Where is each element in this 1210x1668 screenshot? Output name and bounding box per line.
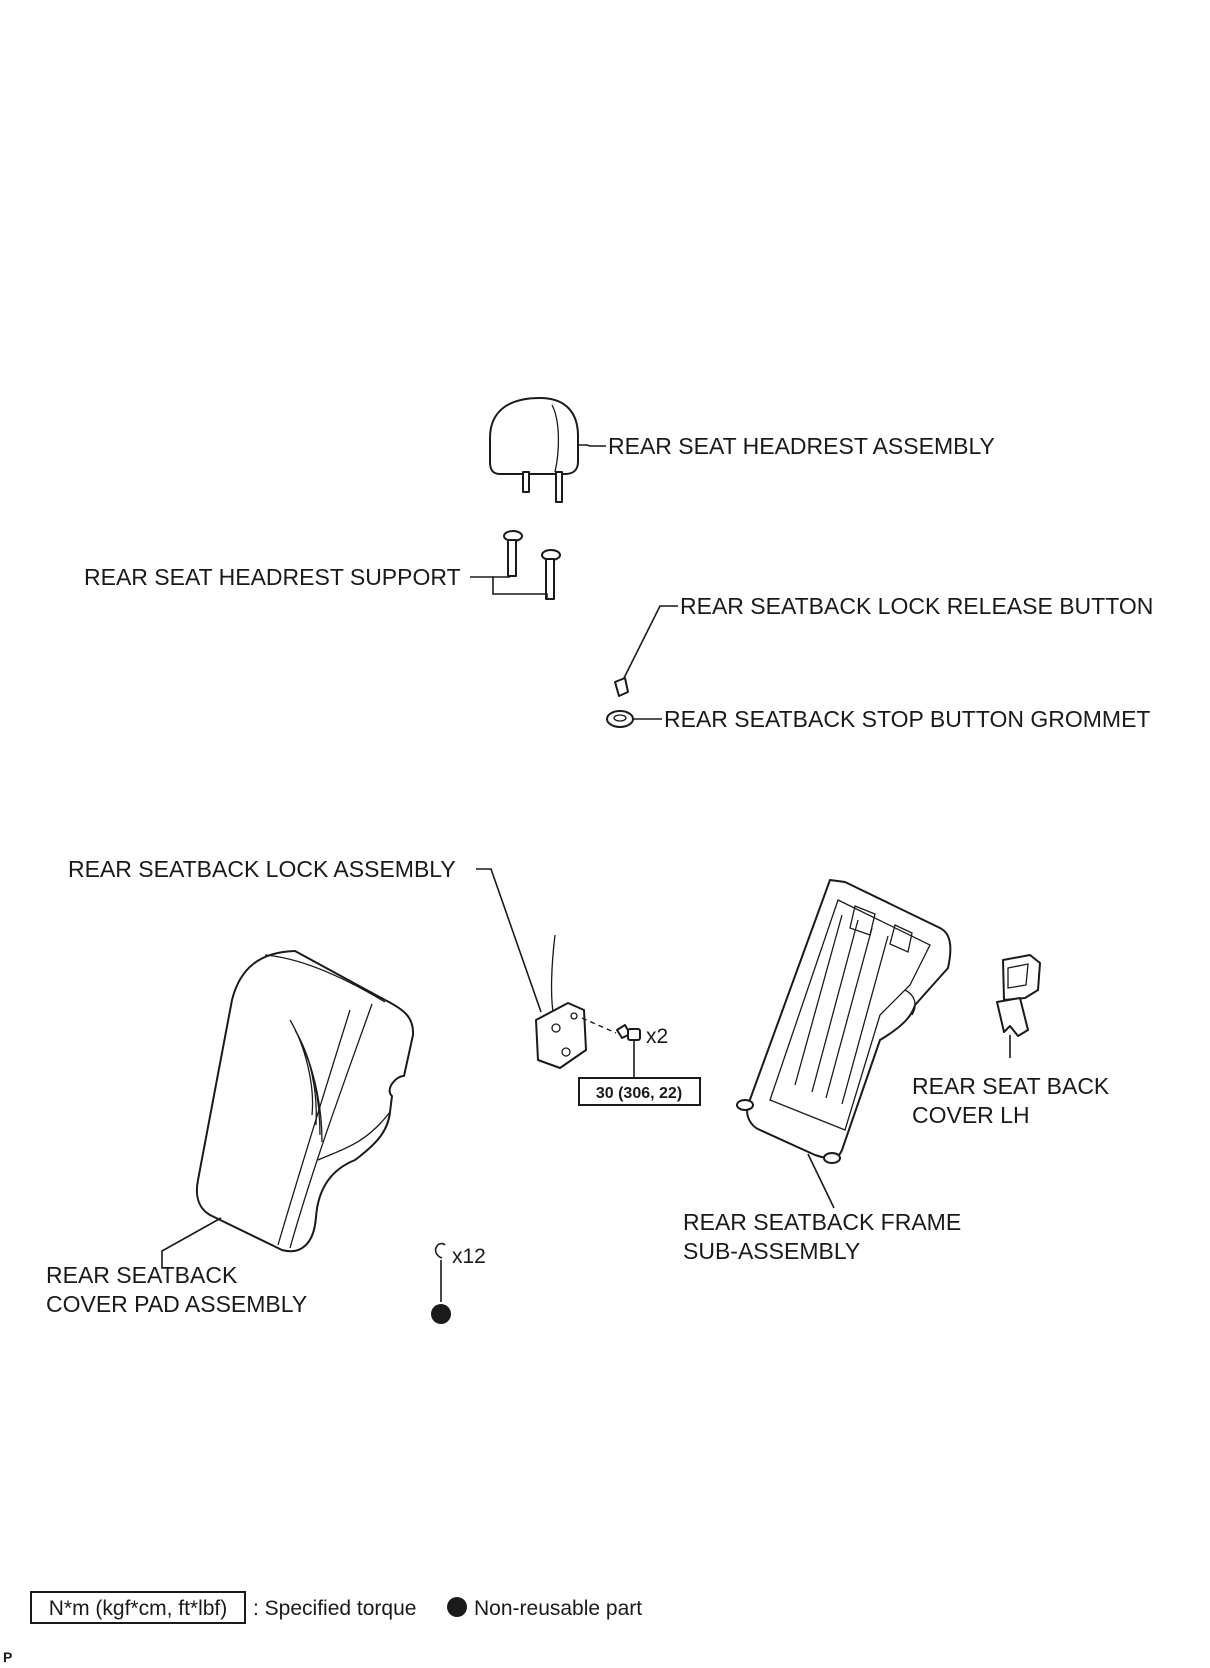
legend-torque-text: : Specified torque (253, 1597, 416, 1620)
headrest-support-label: REAR SEAT HEADREST SUPPORT (84, 564, 461, 590)
lock-assembly-drawing: REAR SEATBACK LOCK ASSEMBLY (68, 856, 617, 1069)
stop-button-grommet-drawing: REAR SEATBACK STOP BUTTON GROMMET (606, 706, 1150, 732)
frame-drawing: REAR SEATBACK FRAME SUB-ASSEMBLY (683, 879, 961, 1264)
hog-ring-drawing: x12 (431, 1242, 486, 1324)
legend: N*m (kgf*cm, ft*lbf) : Specified torque … (30, 1591, 642, 1624)
frame-label-line1: REAR SEATBACK FRAME (683, 1209, 961, 1235)
legend-non-reusable-text: Non-reusable part (474, 1597, 642, 1620)
stop-button-grommet-label: REAR SEATBACK STOP BUTTON GROMMET (664, 706, 1150, 732)
non-reusable-mark (431, 1304, 451, 1324)
torque-box (578, 1077, 701, 1106)
hog-ring-quantity: x12 (452, 1245, 486, 1268)
lock-release-button-drawing: REAR SEATBACK LOCK RELEASE BUTTON (614, 593, 1153, 697)
lock-bolt-drawing: x2 30 (306, 22) (578, 1024, 701, 1106)
back-cover-label-line1: REAR SEAT BACK (912, 1073, 1110, 1099)
back-cover-label-line2: COVER LH (912, 1102, 1030, 1128)
torque-value: 30 (306, 22) (596, 1085, 682, 1102)
lock-release-button-label: REAR SEATBACK LOCK RELEASE BUTTON (680, 593, 1153, 619)
cover-pad-drawing: REAR SEATBACK COVER PAD ASSEMBLY (46, 950, 415, 1317)
legend-torque-units: N*m (kgf*cm, ft*lbf) (49, 1597, 228, 1620)
bolt-quantity: x2 (646, 1025, 668, 1048)
lock-assembly-label: REAR SEATBACK LOCK ASSEMBLY (68, 856, 456, 882)
corner-mark: P (3, 1649, 12, 1665)
cover-pad-label-line2: COVER PAD ASSEMBLY (46, 1291, 307, 1317)
legend-torque-box (30, 1591, 246, 1624)
cover-pad-label-line1: REAR SEATBACK (46, 1262, 238, 1288)
headrest-assembly-drawing: REAR SEAT HEADREST ASSEMBLY (489, 397, 995, 503)
headrest-assembly-label: REAR SEAT HEADREST ASSEMBLY (608, 433, 995, 459)
frame-label-line2: SUB-ASSEMBLY (683, 1238, 860, 1264)
headrest-support-drawing: REAR SEAT HEADREST SUPPORT (84, 530, 561, 600)
legend-non-reusable-mark (447, 1597, 467, 1617)
back-cover-lh-drawing: REAR SEAT BACK COVER LH (912, 954, 1110, 1128)
